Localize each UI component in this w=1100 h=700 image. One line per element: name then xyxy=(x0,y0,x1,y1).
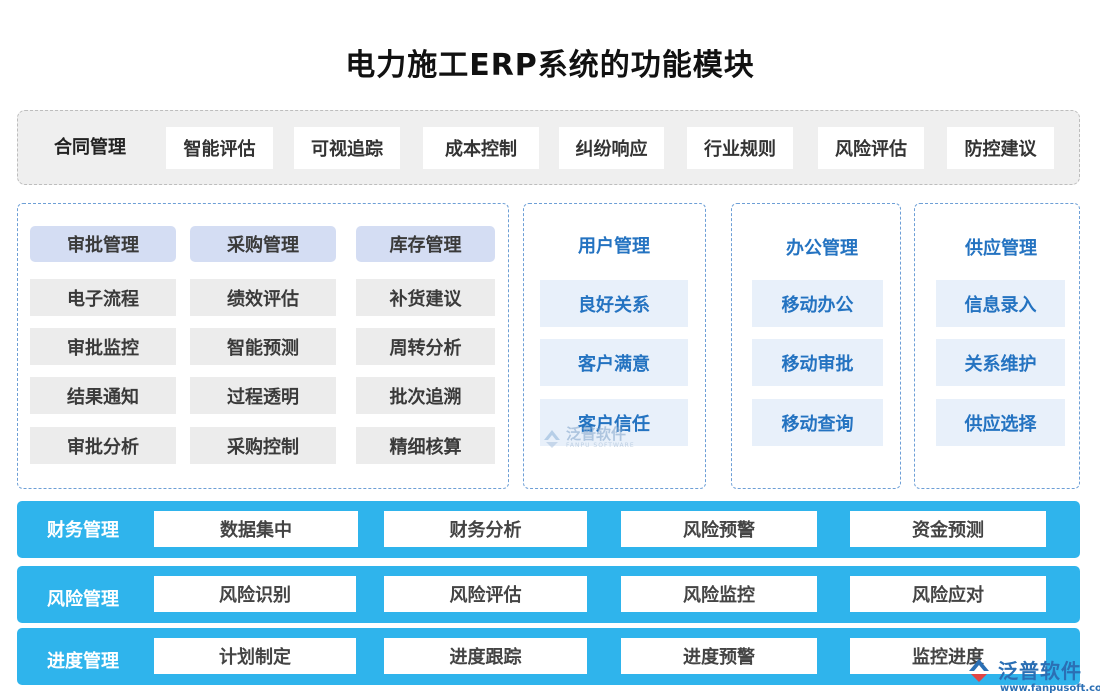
brand-name: 泛普软件 xyxy=(998,658,1082,683)
contract-item: 风险评估 xyxy=(818,127,924,169)
supply-item: 关系维护 xyxy=(936,339,1065,386)
finance-management-label: 财务管理 xyxy=(47,520,119,541)
fanpu-logo-icon xyxy=(544,430,560,448)
supply-management-label: 供应管理 xyxy=(965,238,1037,259)
supply-item: 信息录入 xyxy=(936,280,1065,327)
progress-management-bar: 进度管理 计划制定 进度跟踪 进度预警 监控进度 xyxy=(17,628,1080,685)
grid-cell: 精细核算 xyxy=(356,427,495,464)
office-item: 移动查询 xyxy=(752,399,883,446)
contract-item: 纠纷响应 xyxy=(559,127,664,169)
grid-cell: 审批分析 xyxy=(30,427,176,464)
finance-item: 风险预警 xyxy=(621,511,817,547)
brand-logo: 泛普软件 xyxy=(964,654,1082,684)
progress-management-label: 进度管理 xyxy=(47,651,119,672)
grid-cell: 补货建议 xyxy=(356,279,495,316)
grid-cell: 周转分析 xyxy=(356,328,495,365)
finance-item: 财务分析 xyxy=(384,511,587,547)
contract-item: 行业规则 xyxy=(687,127,793,169)
user-item: 客户信任 xyxy=(540,399,688,446)
finance-item: 数据集中 xyxy=(154,511,358,547)
grid-cell: 审批监控 xyxy=(30,328,176,365)
supply-item: 供应选择 xyxy=(936,399,1065,446)
office-item: 移动审批 xyxy=(752,339,883,386)
progress-item: 监控进度 xyxy=(850,638,1046,674)
office-management-label: 办公管理 xyxy=(786,238,858,259)
progress-item: 进度预警 xyxy=(621,638,817,674)
office-management-panel: 办公管理 移动办公 移动审批 移动查询 xyxy=(731,203,901,489)
grid-cell: 绩效评估 xyxy=(190,279,336,316)
finance-item: 资金预测 xyxy=(850,511,1046,547)
grid-cell: 智能预测 xyxy=(190,328,336,365)
contract-item: 防控建议 xyxy=(947,127,1054,169)
risk-item: 风险监控 xyxy=(621,576,817,612)
user-management-label: 用户管理 xyxy=(578,236,650,257)
watermark-subtext: FANPU SOFTWARE xyxy=(566,441,635,449)
progress-item: 计划制定 xyxy=(154,638,356,674)
approval-management-header: 审批管理 xyxy=(30,226,176,262)
watermark-text: 泛普软件 xyxy=(566,424,627,443)
grid-cell: 电子流程 xyxy=(30,279,176,316)
grid-cell: 采购控制 xyxy=(190,427,336,464)
grid-cell: 结果通知 xyxy=(30,377,176,414)
supply-management-panel: 供应管理 信息录入 关系维护 供应选择 xyxy=(914,203,1080,489)
page-title: 电力施工ERP系统的功能模块 xyxy=(345,48,755,83)
fanpu-logo-icon xyxy=(969,659,989,682)
progress-item: 进度跟踪 xyxy=(384,638,587,674)
contract-management-row: 合同管理 智能评估 可视追踪 成本控制 纠纷响应 行业规则 风险评估 防控建议 xyxy=(17,110,1080,185)
finance-management-bar: 财务管理 数据集中 财务分析 风险预警 资金预测 xyxy=(17,501,1080,558)
brand-url: www.fanpusoft.com xyxy=(1000,683,1100,694)
user-management-panel: 用户管理 良好关系 客户满意 客户信任 xyxy=(523,203,706,489)
contract-item: 可视追踪 xyxy=(294,127,400,169)
risk-management-label: 风险管理 xyxy=(47,589,119,610)
inventory-management-header: 库存管理 xyxy=(356,226,495,262)
office-item: 移动办公 xyxy=(752,280,883,327)
purchase-management-header: 采购管理 xyxy=(190,226,336,262)
risk-item: 风险评估 xyxy=(384,576,587,612)
user-item: 客户满意 xyxy=(540,339,688,386)
contract-management-label: 合同管理 xyxy=(54,137,126,158)
risk-item: 风险识别 xyxy=(154,576,356,612)
grid-cell: 批次追溯 xyxy=(356,377,495,414)
user-item: 良好关系 xyxy=(540,280,688,327)
contract-item: 成本控制 xyxy=(423,127,539,169)
risk-management-bar: 风险管理 风险识别 风险评估 风险监控 风险应对 xyxy=(17,566,1080,623)
contract-item: 智能评估 xyxy=(166,127,273,169)
approval-purchase-inventory-panel: 审批管理 采购管理 库存管理 电子流程 绩效评估 补货建议 审批监控 智能预测 … xyxy=(17,203,509,489)
risk-item: 风险应对 xyxy=(850,576,1046,612)
grid-cell: 过程透明 xyxy=(190,377,336,414)
watermark: 泛普软件 FANPU SOFTWARE xyxy=(540,426,635,450)
